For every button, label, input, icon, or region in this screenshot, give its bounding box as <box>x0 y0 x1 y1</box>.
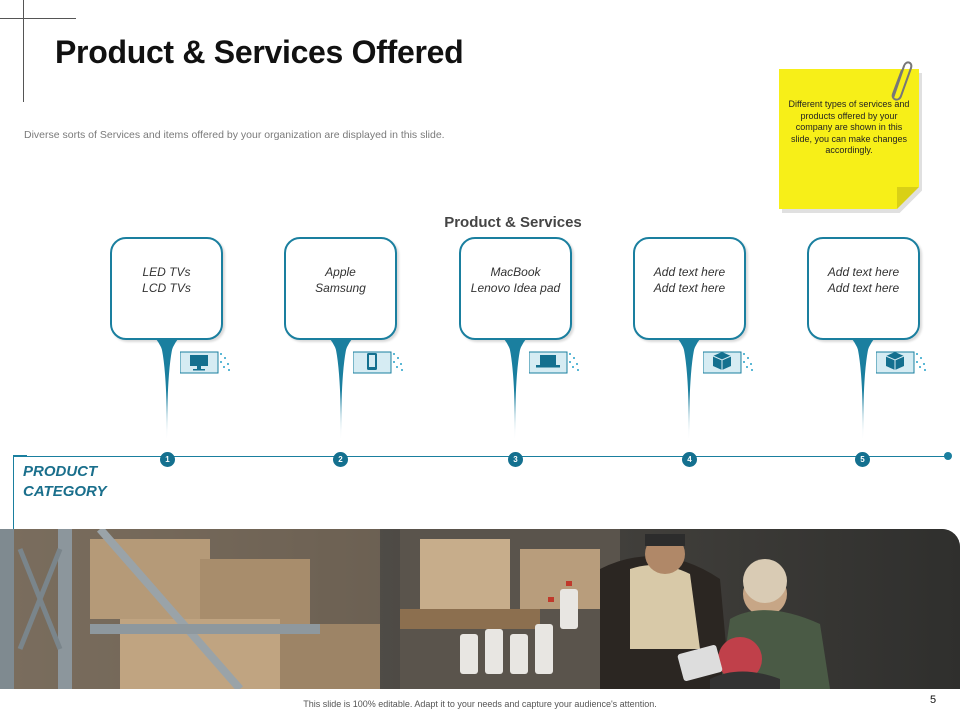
category-line-1: PRODUCT <box>23 463 98 480</box>
smartphone-icon <box>353 351 403 374</box>
slide-footer: This slide is 100% editable. Adapt it to… <box>303 699 657 709</box>
card-line-2: Add text here <box>653 280 726 295</box>
timeline-node-2: 2 <box>333 452 348 467</box>
section-heading: Product & Services <box>444 214 582 231</box>
product-card-3: MacBook Lenovo Idea pad <box>459 237 572 340</box>
timeline-node-5: 5 <box>855 452 870 467</box>
corner-vertical-line <box>23 0 24 102</box>
slide-title: Product & Services Offered <box>55 34 464 70</box>
timeline-end-dot <box>944 452 952 460</box>
product-category-label: PRODUCT CATEGORY <box>23 462 107 502</box>
page-number: 5 <box>930 694 937 706</box>
product-card-1: LED TVs LCD TVs <box>110 237 223 340</box>
package-icon <box>703 351 753 374</box>
card-line-1: Apple <box>325 264 356 279</box>
corner-horizontal-line <box>0 18 76 19</box>
pin-connector-1 <box>156 339 178 457</box>
paperclip-icon <box>891 61 913 101</box>
pin-connector-5 <box>852 339 874 457</box>
timeline-node-1: 1 <box>160 452 175 467</box>
timeline-axis <box>13 456 948 457</box>
sticky-note-text: Different types of services and products… <box>788 99 910 155</box>
timeline-node-3: 3 <box>508 452 523 467</box>
card-line-1: MacBook <box>490 264 541 279</box>
pin-connector-2 <box>330 339 352 457</box>
monitor-icon <box>180 351 230 374</box>
category-line-2: CATEGORY <box>23 483 107 500</box>
timeline-left-bracket <box>13 456 14 530</box>
warehouse-photo <box>0 529 960 689</box>
card-line-2: LCD TVs <box>142 280 191 295</box>
warehouse-photo-illustration <box>0 529 960 689</box>
timeline-node-4: 4 <box>682 452 697 467</box>
timeline-left-cap <box>13 455 27 457</box>
product-card-4: Add text here Add text here <box>633 237 746 340</box>
product-card-5: Add text here Add text here <box>807 237 920 340</box>
product-card-2: Apple Samsung <box>284 237 397 340</box>
card-line-1: LED TVs <box>142 264 191 279</box>
pin-connector-3 <box>504 339 526 457</box>
card-line-2: Add text here <box>827 280 900 295</box>
card-line-1: Add text here <box>827 264 900 279</box>
laptop-icon <box>529 351 579 374</box>
card-line-2: Samsung <box>315 280 366 295</box>
card-line-1: Add text here <box>653 264 726 279</box>
card-line-2: Lenovo Idea pad <box>470 280 561 295</box>
package-icon <box>876 351 926 374</box>
slide-subtitle: Diverse sorts of Services and items offe… <box>24 129 445 141</box>
pin-connector-4 <box>678 339 700 457</box>
